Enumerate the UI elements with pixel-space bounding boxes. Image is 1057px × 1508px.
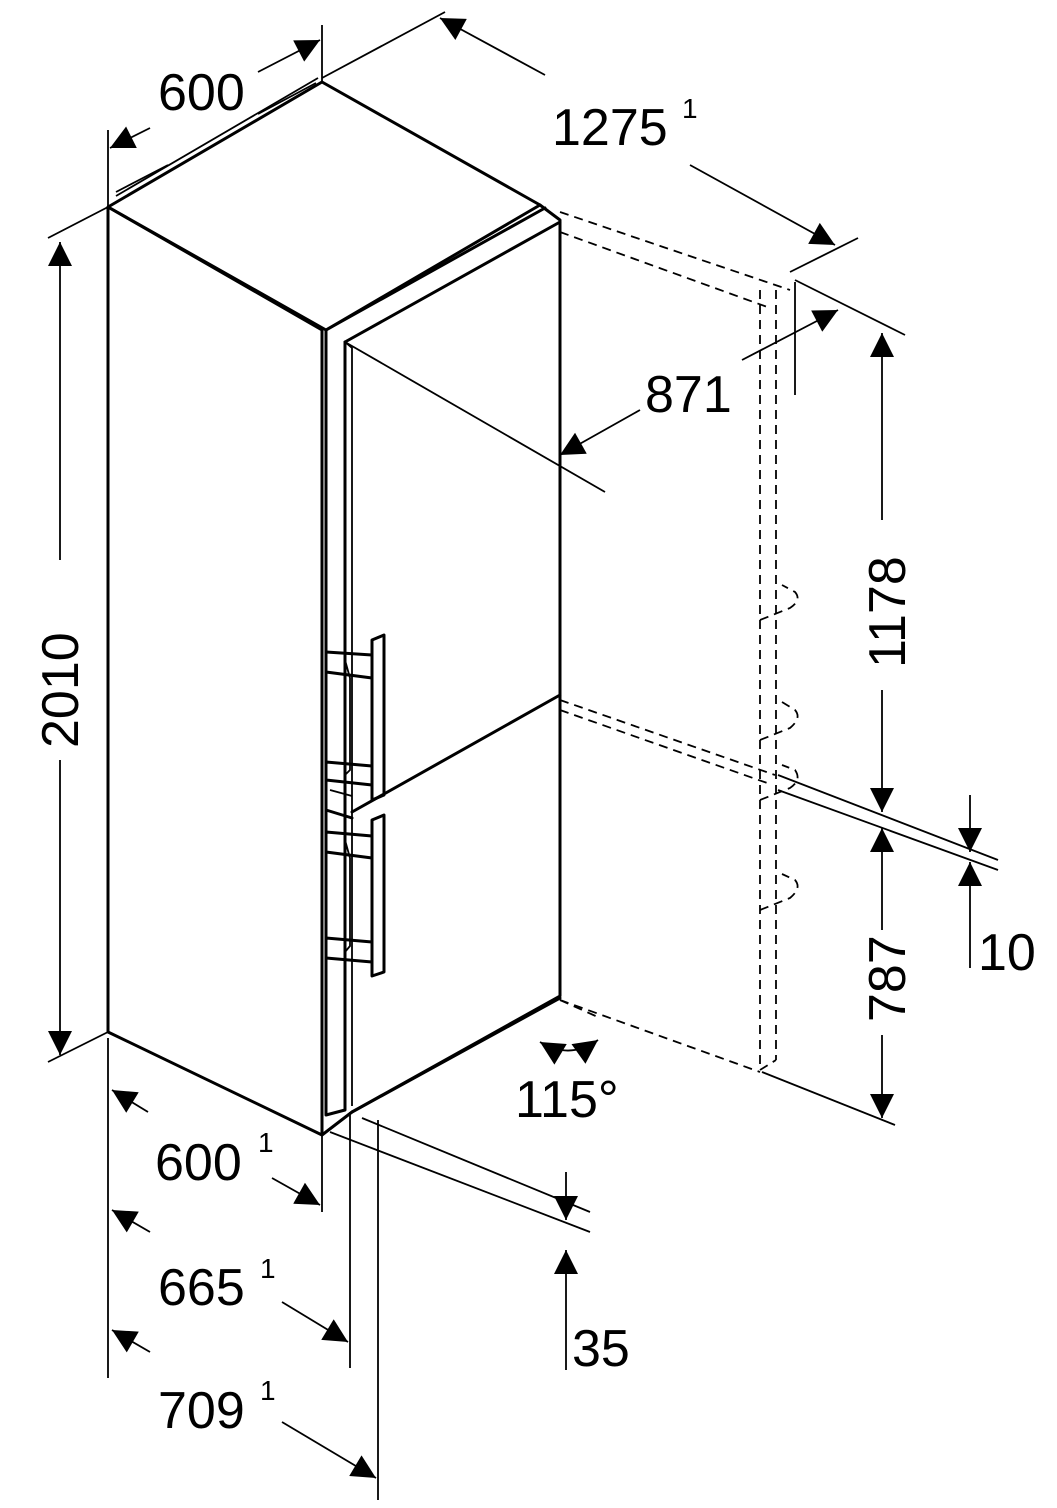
open-door-outline (559, 211, 799, 1073)
label-upper-section: 1178 (859, 556, 917, 668)
label-height: 2010 (32, 632, 90, 748)
dim-height (47, 206, 109, 1063)
door-angle-arc (539, 999, 601, 1065)
label-width-top: 600 (158, 64, 245, 122)
dim-wall-offset (329, 1117, 591, 1370)
dim-width-top (107, 25, 323, 207)
label-depth-doors: 665 (158, 1259, 245, 1317)
dim-door-opening (344, 279, 906, 493)
dim-depths-bottom (107, 1038, 379, 1500)
label-depth-open-note: 1 (682, 93, 698, 124)
label-depth-body: 600 (155, 1134, 242, 1192)
dim-depth-open (321, 11, 859, 273)
label-depth-handles-note: 1 (260, 1375, 276, 1406)
label-depth-open: 1275 (552, 99, 668, 157)
label-depth-handles: 709 (158, 1382, 245, 1440)
label-door-opening: 871 (645, 366, 732, 424)
upper-handle (324, 633, 386, 802)
label-depth-body-note: 1 (258, 1127, 274, 1158)
label-lower-section: 787 (859, 935, 917, 1022)
label-depth-doors-note: 1 (260, 1253, 276, 1284)
label-door-gap: 10 (978, 924, 1036, 982)
label-door-angle: 115° (515, 1071, 619, 1129)
lower-handle (324, 813, 386, 978)
label-wall-offset: 35 (572, 1320, 630, 1378)
fridge-body (106, 77, 562, 1137)
